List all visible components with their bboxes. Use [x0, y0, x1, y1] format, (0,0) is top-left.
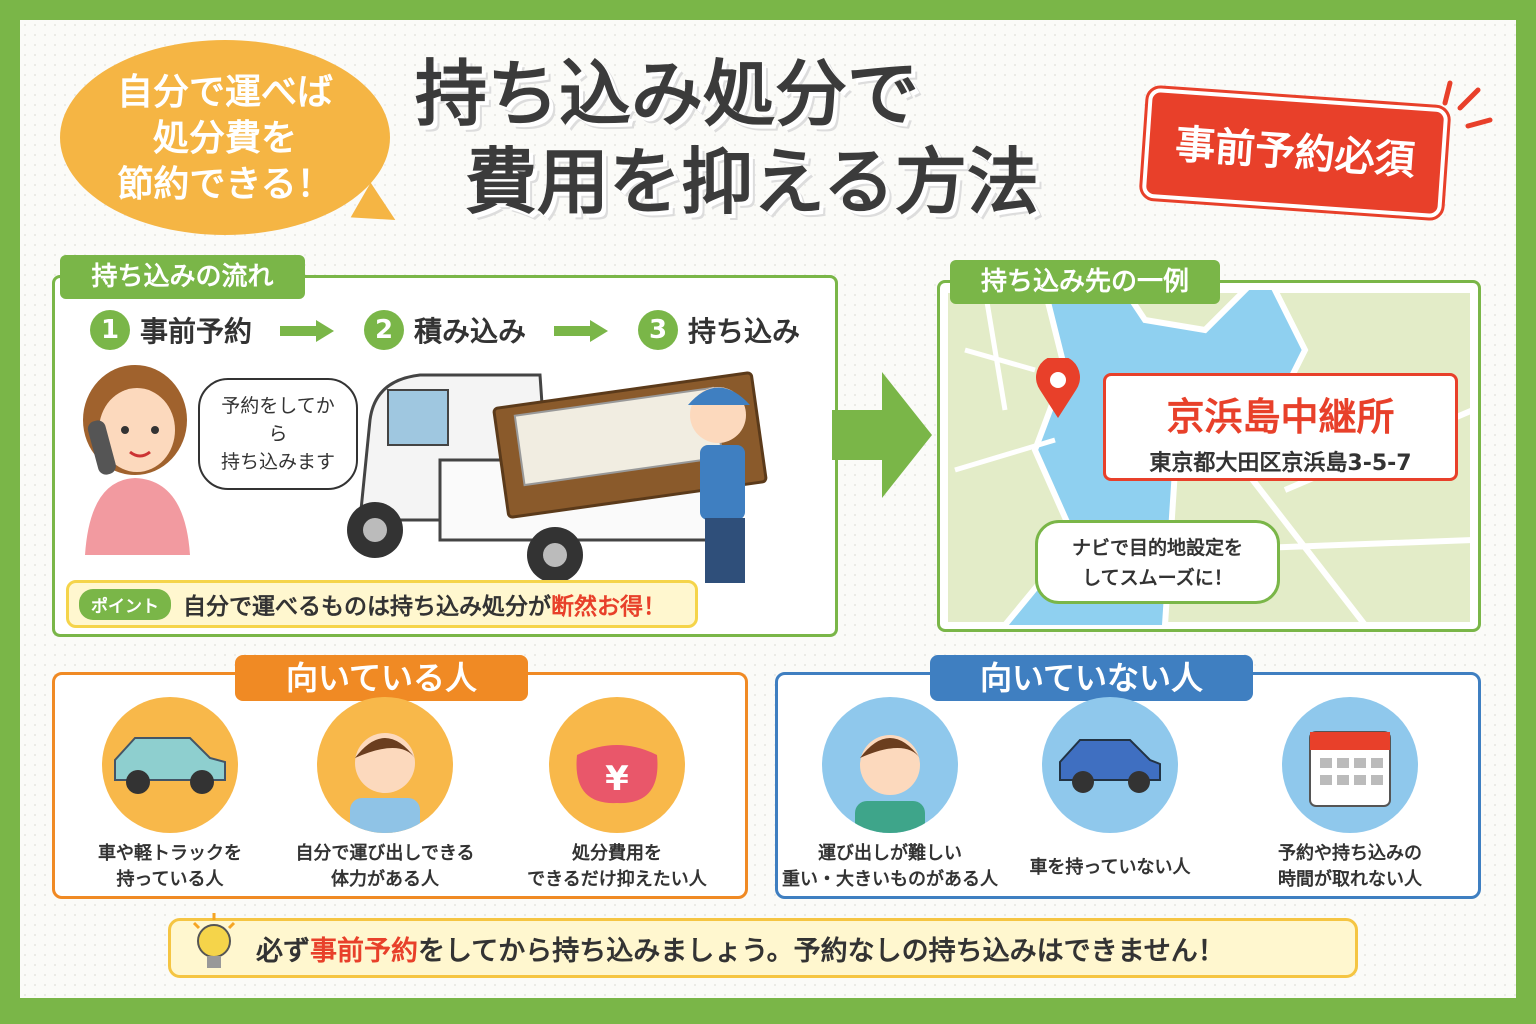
title-line-2: 費用を抑える方法 [465, 140, 1039, 224]
car-icon [1042, 697, 1178, 833]
navi-line: ナビで目的地設定を [1071, 537, 1243, 559]
step-label: 積み込み [414, 315, 527, 348]
worried-person-icon [822, 697, 958, 833]
lightbulb-icon [192, 913, 236, 968]
navi-tip-bubble: ナビで目的地設定を してスムーズに！ [1035, 520, 1280, 604]
item-text: 予約や持ち込みの [1278, 843, 1422, 864]
bubble-line: 処分費を [152, 118, 297, 159]
unsuitable-item: 運び出しが難しい重い・大きいものがある人 [780, 697, 1000, 893]
item-text: 車や軽トラックを [98, 843, 242, 864]
item-text: 車を持っていない人 [1029, 857, 1191, 878]
step-bring: 3 持ち込み [638, 310, 800, 350]
point-banner: ポイント 自分で運べるものは持ち込み処分が断然お得！ [66, 580, 698, 628]
reservation-warning-banner: 必ず事前予約をしてから持ち込みましょう。予約なしの持ち込みはできません！ [168, 913, 1358, 978]
destination-tab: 持ち込み先の一例 [950, 260, 1220, 304]
strong-person-icon [317, 697, 453, 833]
speech-line: 予約をしてから [221, 395, 335, 445]
speech-line: 持ち込みます [220, 451, 335, 473]
item-text: 体力がある人 [331, 869, 439, 890]
item-text: 自分で運び出しできる [295, 843, 475, 864]
step-label: 事前予約 [140, 315, 253, 348]
title-line-1: 持ち込み処分で [415, 52, 920, 136]
flow-steps: 1 事前予約 2 積み込み 3 持ち込み [90, 310, 800, 350]
step-reserve: 1 事前予約 [90, 310, 252, 350]
truck-and-worker-illustration [347, 371, 768, 583]
emphasis-lines-icon [1442, 80, 1493, 129]
item-text: 運び出しが難しい [818, 843, 962, 864]
step-label: 持ち込み [688, 315, 801, 348]
arrow-right-icon [554, 320, 610, 342]
step-load: 2 積み込み [364, 310, 526, 350]
item-text: 処分費用を [572, 843, 662, 864]
point-label: ポイント [79, 588, 171, 620]
point-emphasis: 断然お得！ [551, 594, 666, 620]
car-icon [102, 697, 238, 833]
step-number: 2 [364, 310, 405, 350]
footer-text: をしてから持ち込みましょう。予約なしの持ち込みはできません！ [418, 935, 1225, 967]
woman-speech-bubble: 予約をしてから 持ち込みます [198, 378, 358, 490]
savings-speech-bubble: 自分で運べば 処分費を 節約できる！ [60, 40, 390, 235]
destination-callout: 京浜島中継所 東京都大田区京浜島3-5-7 [1103, 373, 1458, 481]
step-number: 1 [90, 310, 130, 350]
footer-emphasis: 事前予約 [310, 935, 418, 967]
footer-text: 必ず [256, 935, 310, 967]
suitable-item: 車や軽トラックを持っている人 [70, 697, 270, 893]
woman-on-phone-illustration [83, 365, 190, 555]
bubble-line: 節約できる！ [117, 164, 333, 205]
facility-name: 京浜島中継所 [1166, 395, 1395, 439]
unsuitable-item: 予約や持ち込みの時間が取れない人 [1250, 697, 1450, 893]
page-title: 持ち込み処分で 費用を抑える方法 [415, 50, 1135, 226]
calendar-icon [1282, 697, 1418, 833]
bubble-line: 自分で運べば [116, 72, 333, 113]
map-pin-icon [1036, 358, 1080, 418]
suitable-item: 自分で運び出しできる体力がある人 [285, 697, 485, 893]
step-number: 3 [638, 310, 679, 350]
arrow-right-icon [280, 320, 336, 342]
navi-line: してスムーズに！ [1082, 567, 1233, 589]
reservation-required-badge: 事前予約必須 [1138, 84, 1452, 222]
unsuitable-item: 車を持っていない人 [1010, 697, 1210, 881]
item-text: 持っている人 [116, 869, 224, 890]
yen-purse-icon: ¥ [549, 697, 685, 833]
item-text: できるだけ抑えたい人 [527, 869, 707, 890]
point-text: 自分で運べるものは持ち込み処分が [183, 594, 551, 620]
suitable-heading: 向いている人 [235, 655, 528, 701]
flow-tab: 持ち込みの流れ [60, 255, 305, 299]
item-text: 重い・大きいものがある人 [782, 869, 998, 890]
big-arrow-right-icon [832, 372, 932, 498]
suitable-item: ¥ 処分費用をできるだけ抑えたい人 [517, 697, 717, 893]
svg-text:¥: ¥ [605, 759, 629, 799]
item-text: 時間が取れない人 [1278, 869, 1422, 890]
facility-address: 東京都大田区京浜島3-5-7 [1149, 451, 1412, 476]
unsuitable-heading: 向いていない人 [930, 655, 1253, 701]
